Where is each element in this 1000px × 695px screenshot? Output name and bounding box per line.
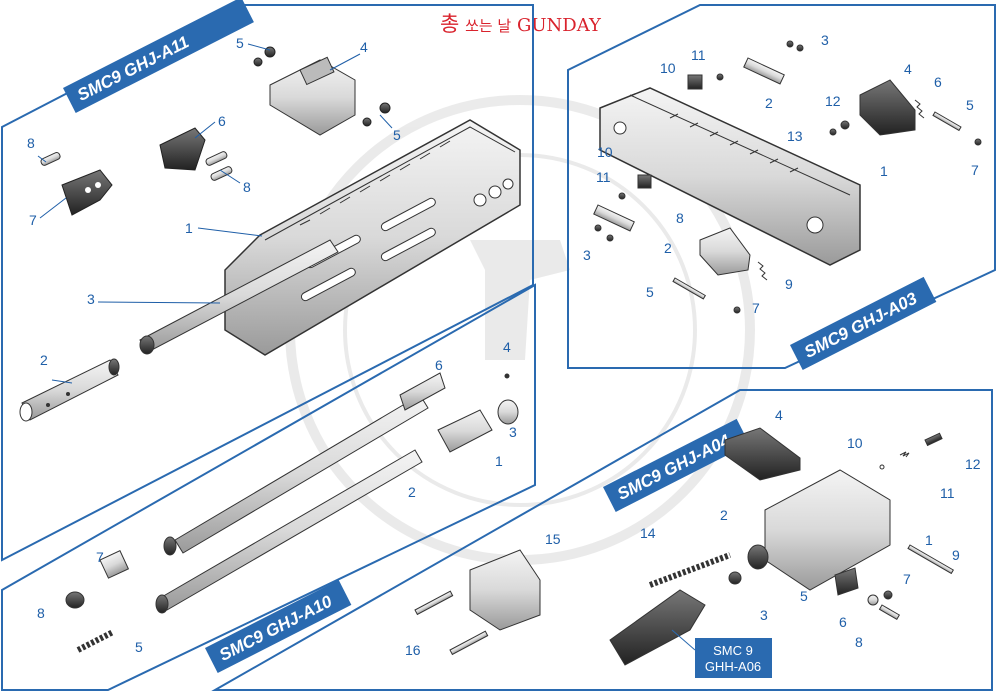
label-a04-12: 12 — [965, 456, 981, 472]
callout-ghh-a06: SMC 9 GHH-A06 — [671, 629, 772, 678]
banner-a03: SMC9 GHJ-A03 — [790, 276, 937, 370]
label-a11-3: 3 — [87, 291, 95, 307]
label-a11-2: 2 — [40, 352, 48, 368]
a03-small-parts — [593, 40, 982, 314]
panel-a04: SMC9 GHJ-A04 1 2 3 4 5 6 — [211, 389, 993, 691]
label-a11-8a: 8 — [27, 135, 35, 151]
watermark-korean: 쏘는 날 — [465, 17, 512, 35]
label-a04-6: 6 — [839, 614, 847, 630]
label-a10-6: 6 — [435, 357, 443, 373]
label-a04-15: 15 — [545, 531, 561, 547]
clamp-plate-part — [159, 127, 206, 171]
label-a03-5a: 5 — [966, 97, 974, 113]
label-a03-2a: 2 — [765, 95, 773, 111]
banner-a03-title: SMC9 GHJ-A03 — [801, 288, 920, 361]
labels-a10: 1 2 3 4 5 6 7 8 — [37, 339, 517, 655]
panel-a03: SMC9 GHJ-A03 — [567, 4, 996, 370]
label-a10-5: 5 — [135, 639, 143, 655]
label-a11-4: 4 — [360, 39, 368, 55]
label-a11-5b: 5 — [393, 127, 401, 143]
label-a04-4: 4 — [775, 407, 783, 423]
label-a04-5: 5 — [800, 588, 808, 604]
panel-a11: SMC9 GHJ-A11 — [0, 0, 534, 562]
label-a10-7: 7 — [96, 549, 104, 565]
banner-a10: SMC9 GHJ-A10 — [205, 579, 352, 673]
label-a11-1: 1 — [185, 220, 193, 236]
label-a03-2b: 2 — [664, 240, 672, 256]
banner-a11-title: SMC9 GHJ-A11 — [74, 32, 192, 105]
label-a11-7: 7 — [29, 212, 37, 228]
label-a03-6: 6 — [934, 74, 942, 90]
screw-part — [253, 46, 391, 127]
a04-parts — [414, 427, 954, 666]
gunday-watermark: 총 쏘는 날 GUNDAY — [440, 8, 601, 38]
label-a04-10: 10 — [847, 435, 863, 451]
banner-a11: SMC9 GHJ-A11 — [62, 0, 254, 113]
sling-plate-part — [61, 169, 113, 216]
rail-mount-part — [269, 56, 356, 136]
label-a04-9: 9 — [952, 547, 960, 563]
label-a11-8b: 8 — [243, 179, 251, 195]
label-a03-7a: 7 — [971, 162, 979, 178]
callout-line1: SMC 9 — [713, 643, 753, 658]
watermark-char: 총 — [440, 12, 460, 36]
label-a10-4: 4 — [503, 339, 511, 355]
label-a11-6: 6 — [218, 113, 226, 129]
labels-a04: 1 2 3 4 5 6 7 8 9 10 11 12 14 15 16 — [405, 407, 981, 658]
label-a04-1: 1 — [925, 532, 933, 548]
label-a04-14: 14 — [640, 525, 656, 541]
label-a03-5b: 5 — [646, 284, 654, 300]
label-a10-8: 8 — [37, 605, 45, 621]
upper-receiver-part — [599, 87, 861, 266]
label-a03-7b: 7 — [752, 300, 760, 316]
callout-line2: GHH-A06 — [705, 659, 761, 674]
label-a03-8: 8 — [676, 210, 684, 226]
labels-a11: 1 2 3 4 5 5 6 7 8 8 — [27, 35, 401, 368]
leader-lines-a11 — [37, 43, 393, 384]
label-a04-16: 16 — [405, 642, 421, 658]
label-a03-12: 12 — [825, 93, 841, 109]
label-a10-3: 3 — [509, 424, 517, 440]
label-a04-8: 8 — [855, 634, 863, 650]
label-a03-1: 1 — [880, 163, 888, 179]
label-a04-2: 2 — [720, 507, 728, 523]
label-a03-4: 4 — [904, 61, 912, 77]
small-screw-part — [40, 151, 233, 181]
label-a04-11: 11 — [940, 485, 955, 501]
banner-a10-title: SMC9 GHJ-A10 — [216, 591, 335, 664]
label-a03-3a: 3 — [821, 32, 829, 48]
label-a03-10a: 10 — [660, 60, 676, 76]
label-a04-3: 3 — [760, 607, 768, 623]
inner-barrel-part — [65, 372, 519, 653]
label-a03-11b: 11 — [596, 169, 611, 185]
banner-a04-title: SMC9 GHJ-A04 — [614, 430, 733, 503]
label-a03-13: 13 — [787, 128, 803, 144]
label-a03-3b: 3 — [583, 247, 591, 263]
barrel-extension-part — [19, 358, 120, 422]
label-a03-10b: 10 — [597, 144, 613, 160]
label-a11-5a: 5 — [236, 35, 244, 51]
label-a10-1: 1 — [495, 453, 503, 469]
watermark-brand: GUNDAY — [516, 15, 601, 36]
outer-barrel-part — [139, 239, 339, 355]
label-a04-7: 7 — [903, 571, 911, 587]
labels-a03: 1 2 2 3 3 4 5 5 6 7 7 8 9 10 10 11 11 12… — [583, 32, 979, 316]
panel-a10: SMC9 GHJ-A10 1 2 3 4 5 6 7 8 — [1, 283, 536, 691]
label-a03-9: 9 — [785, 276, 793, 292]
label-a10-2: 2 — [408, 484, 416, 500]
label-a03-11a: 11 — [691, 47, 706, 63]
